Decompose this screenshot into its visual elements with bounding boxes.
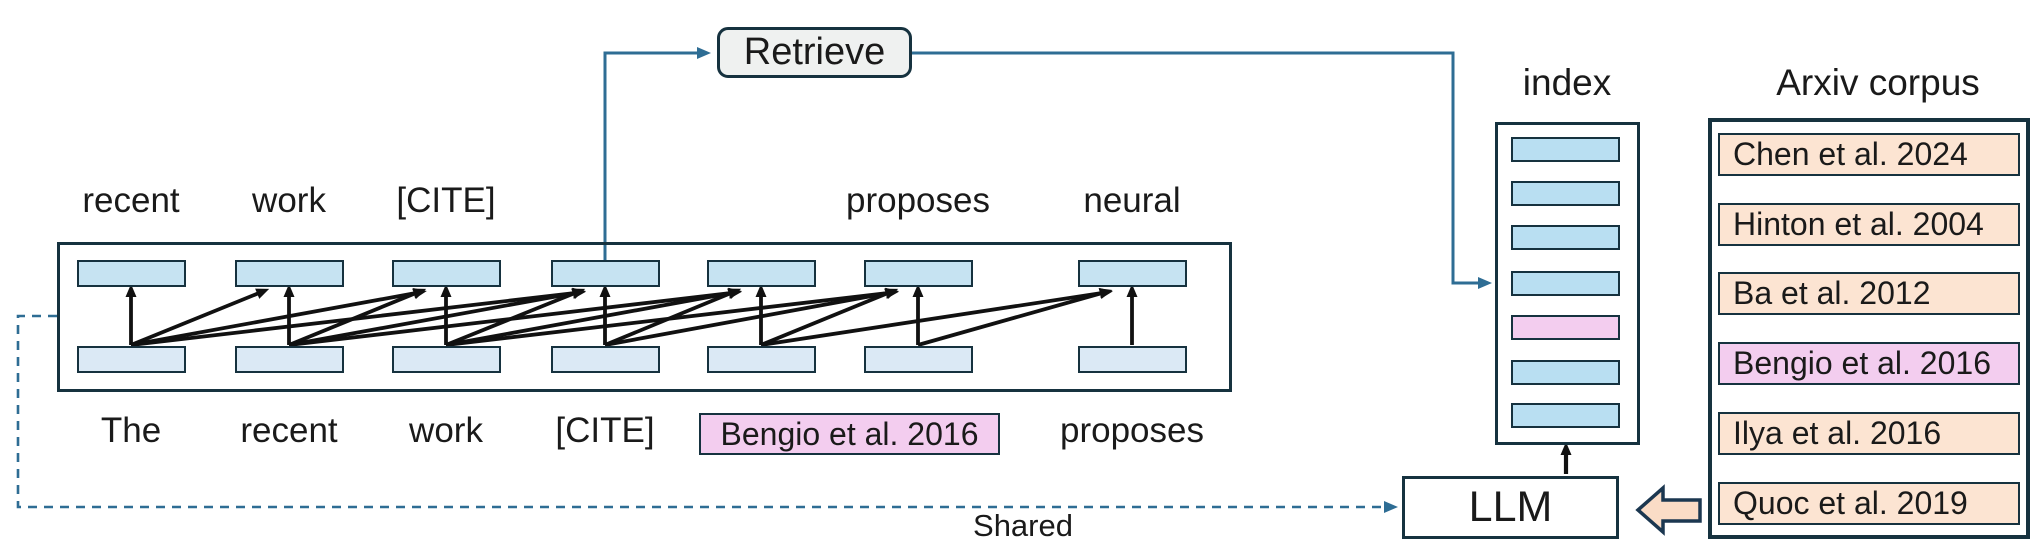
hidden-state-box-top-7 <box>1077 260 1187 287</box>
embedding-box-bottom-1 <box>76 346 186 373</box>
corpus-entry-5: Ilya et al. 2016 <box>1718 412 2020 455</box>
retrieve-label: Retrieve <box>743 31 886 73</box>
corpus-title: Arxiv corpus <box>1776 62 1980 103</box>
corpus-panel <box>1708 118 2030 539</box>
input-token-label-1: The <box>100 411 162 450</box>
query-to-retrieve-line <box>603 47 711 261</box>
hidden-state-box-top-3 <box>391 260 501 287</box>
corpus-entry-4-highlighted: Bengio et al. 2016 <box>1718 342 2020 385</box>
corpus-entry-6: Quoc et al. 2019 <box>1718 482 2020 525</box>
index-bar-7 <box>1511 403 1620 428</box>
retrieve-box: Retrieve <box>717 27 912 78</box>
transformer-box <box>57 242 1232 392</box>
corpus-entry-3: Ba et al. 2012 <box>1718 272 2020 315</box>
output-token-label-4: proposes <box>846 181 990 220</box>
embedding-box-bottom-4 <box>550 346 660 373</box>
index-bar-4 <box>1511 271 1620 296</box>
llm-label: LLM <box>1468 483 1553 531</box>
output-token-label-5: neural <box>1083 181 1181 220</box>
shared-label: Shared <box>973 508 1073 543</box>
hidden-state-box-top-6 <box>863 260 973 287</box>
input-token-label-5: proposes <box>1060 411 1204 450</box>
input-token-label-3: work <box>409 411 483 450</box>
corpus-entry-2: Hinton et al. 2004 <box>1718 203 2020 246</box>
retrieved-citation-label: Bengio et al. 2016 <box>720 415 979 452</box>
output-token-label-3: [CITE] <box>396 181 496 220</box>
embedding-box-bottom-6 <box>863 346 973 373</box>
input-token-label-4: [CITE] <box>555 411 655 450</box>
index-bar-1 <box>1511 137 1620 162</box>
corpus-to-llm-block-arrow <box>1635 484 1702 536</box>
index-bar-6 <box>1511 360 1620 385</box>
embedding-box-bottom-2 <box>234 346 344 373</box>
corpus-entry-1: Chen et al. 2024 <box>1718 133 2020 176</box>
hidden-state-box-top-4 <box>550 260 660 287</box>
embedding-box-bottom-3 <box>391 346 501 373</box>
hidden-state-box-top-5 <box>706 260 816 287</box>
index-bar-5-highlighted <box>1511 315 1620 340</box>
index-bar-2 <box>1511 181 1620 206</box>
output-token-label-2: work <box>252 181 326 220</box>
hidden-state-box-top-2 <box>234 260 344 287</box>
embedding-box-bottom-7 <box>1077 346 1187 373</box>
index-bar-3 <box>1511 225 1620 250</box>
hidden-state-box-top-1 <box>76 260 186 287</box>
llm-box: LLM <box>1402 476 1619 539</box>
output-token-label-1: recent <box>82 181 180 220</box>
embedding-box-bottom-5 <box>706 346 816 373</box>
input-token-label-2: recent <box>240 411 338 450</box>
retrieved-citation-box: Bengio et al. 2016 <box>699 413 1000 455</box>
index-title: index <box>1522 62 1612 103</box>
